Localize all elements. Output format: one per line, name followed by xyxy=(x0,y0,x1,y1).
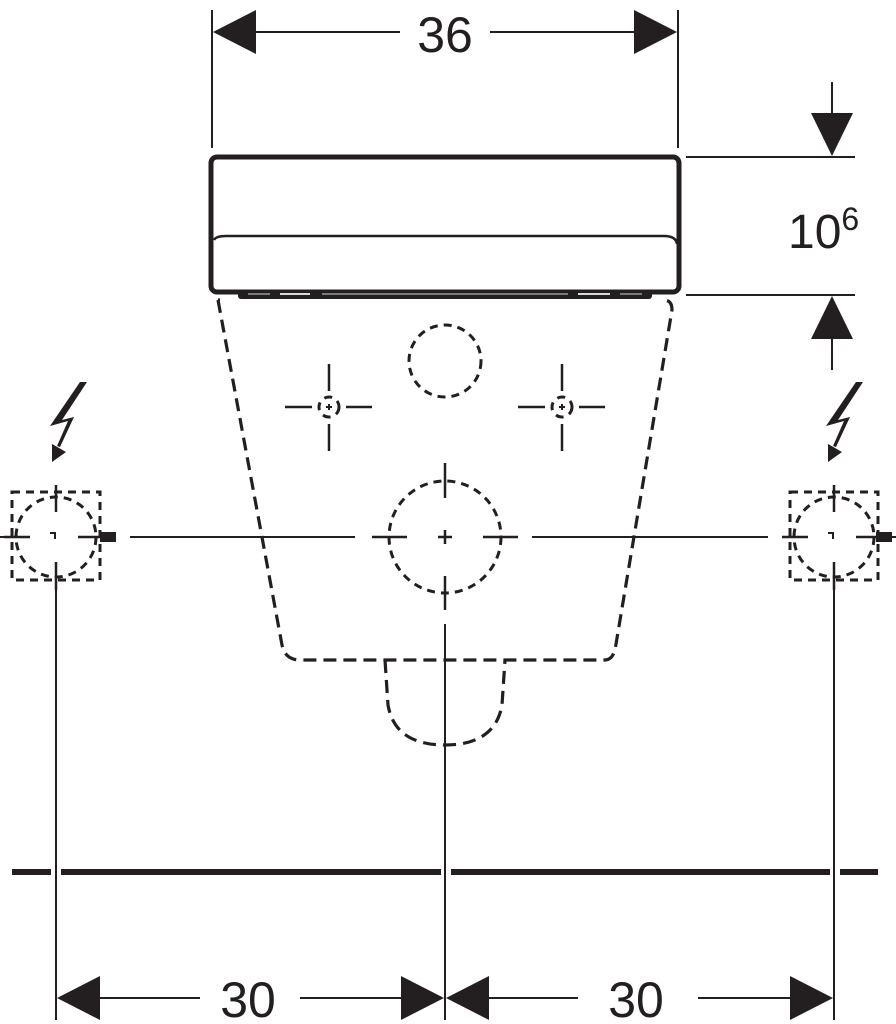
dimension-top-width: 36 xyxy=(211,7,679,148)
arrow-left-icon xyxy=(213,10,256,54)
lightning-bolt-icon xyxy=(50,382,87,447)
dimension-label-36: 36 xyxy=(417,7,473,63)
dimension-right-offset: 30 xyxy=(446,972,833,1024)
dimension-label-10: 106 xyxy=(788,201,859,259)
left-power-symbol xyxy=(50,382,87,462)
dimension-plate-height: 106 xyxy=(686,82,859,370)
left-fixing-point xyxy=(285,364,372,451)
arrow-left-icon xyxy=(446,976,489,1020)
vertical-centerlines xyxy=(55,463,835,1020)
upper-port-circle xyxy=(407,323,483,399)
right-power-symbol xyxy=(826,382,863,462)
arrow-right-icon xyxy=(401,976,444,1020)
lightning-bolt-icon xyxy=(826,382,863,447)
dimension-left-offset: 30 xyxy=(57,972,444,1024)
right-fixing-point xyxy=(518,364,605,451)
arrow-down-icon xyxy=(811,113,853,156)
flush-plate xyxy=(208,154,682,299)
arrow-left-icon xyxy=(57,976,100,1020)
arrow-right-icon xyxy=(790,976,833,1020)
left-electrical-box xyxy=(4,485,116,590)
arrow-up-icon xyxy=(811,296,853,339)
dimension-label-30-right: 30 xyxy=(608,972,664,1024)
dimension-label-30-left: 30 xyxy=(220,972,276,1024)
arrow-right-icon xyxy=(634,10,677,54)
right-electrical-box xyxy=(782,485,892,590)
